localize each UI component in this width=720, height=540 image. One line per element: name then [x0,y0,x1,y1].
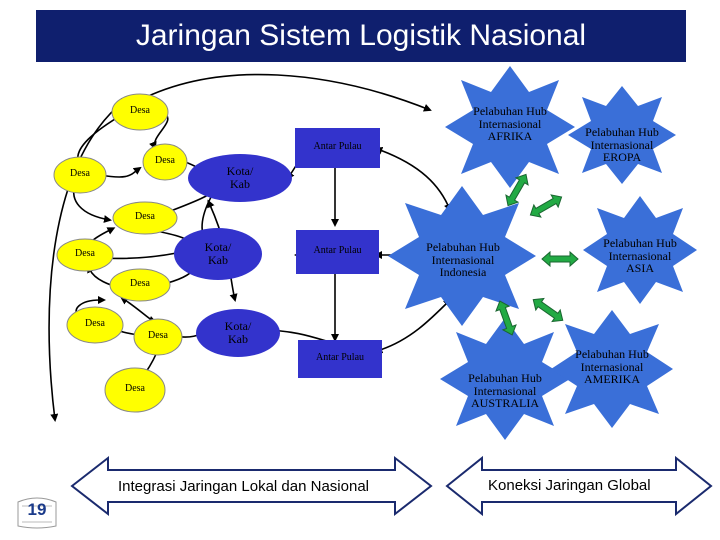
hub-indonesia-shape [388,186,536,326]
kota-kab-label: Kota/ Kab [224,319,252,346]
desa-node [104,367,166,413]
antar-pulau-node [296,230,379,274]
title-bar: Jaringan Sistem Logistik Nasional [36,10,686,62]
kota-kab-node [188,154,292,202]
kota-kab-node [196,309,280,357]
global-connection-label: Koneksi Jaringan Global [488,477,651,494]
desa-label: Desa [85,318,105,329]
desa-node [53,156,107,194]
hub-link-arrow [532,297,564,323]
page-title: Jaringan Sistem Logistik Nasional [135,19,587,52]
local-integration-label: Integrasi Jaringan Lokal dan Nasional [118,478,369,495]
global-connection-arrow [445,455,713,517]
hub-eropa-label: Pelabuhan Hub Internasional EROPA [585,125,659,165]
hub-afrika-label: Pelabuhan Hub Internasional AFRIKA [473,104,547,144]
hub-amerika-label: Pelabuhan Hub Internasional AMERIKA [575,347,649,387]
local-integration-arrow [70,455,433,517]
desa-label: Desa [148,330,168,341]
page-number: 19 [27,500,47,519]
kota-kab-label: Kota/ Kab [226,164,254,191]
desa-label: Desa [130,278,150,289]
desa-node [142,143,188,181]
desa-node [133,318,183,356]
page-number-badge: 19 [14,492,60,532]
hub-asia-shape [583,196,697,304]
hub-australia-shape [440,318,570,440]
hub-eropa-shape [568,86,676,184]
kota-kab-node [174,228,262,280]
desa-label: Desa [135,211,155,222]
desa-node [109,268,171,302]
antar-pulau-node [298,340,382,378]
hub-indonesia-label: Pelabuhan Hub Internasional Indonesia [426,240,500,280]
desa-label: Desa [70,168,90,179]
hub-link-arrow [495,300,517,336]
desa-node [111,93,169,131]
hub-amerika-shape [551,310,673,428]
desa-label: Desa [75,248,95,259]
desa-label: Desa [125,383,145,394]
page-badge-icon [17,497,57,529]
hub-link-arrow [541,250,579,268]
antar-pulau-label: Antar Pulau [315,352,365,363]
kota-kab-label: Kota/ Kab [204,240,232,267]
antar-pulau-label: Antar Pulau [313,245,362,256]
hub-link-arrow [529,194,563,218]
antar-pulau-node [295,128,380,168]
desa-node [56,238,114,272]
hub-afrika-shape [445,66,575,188]
desa-node [66,306,124,344]
hub-link-arrow [505,173,529,207]
antar-pulau-label: Antar Pulau [313,141,362,152]
desa-label: Desa [155,155,175,166]
hub-australia-label: Pelabuhan Hub Internasional AUSTRALIA [468,371,542,411]
desa-node [112,201,178,235]
hub-asia-label: Pelabuhan Hub Internasional ASIA [603,236,677,276]
desa-label: Desa [130,105,150,116]
